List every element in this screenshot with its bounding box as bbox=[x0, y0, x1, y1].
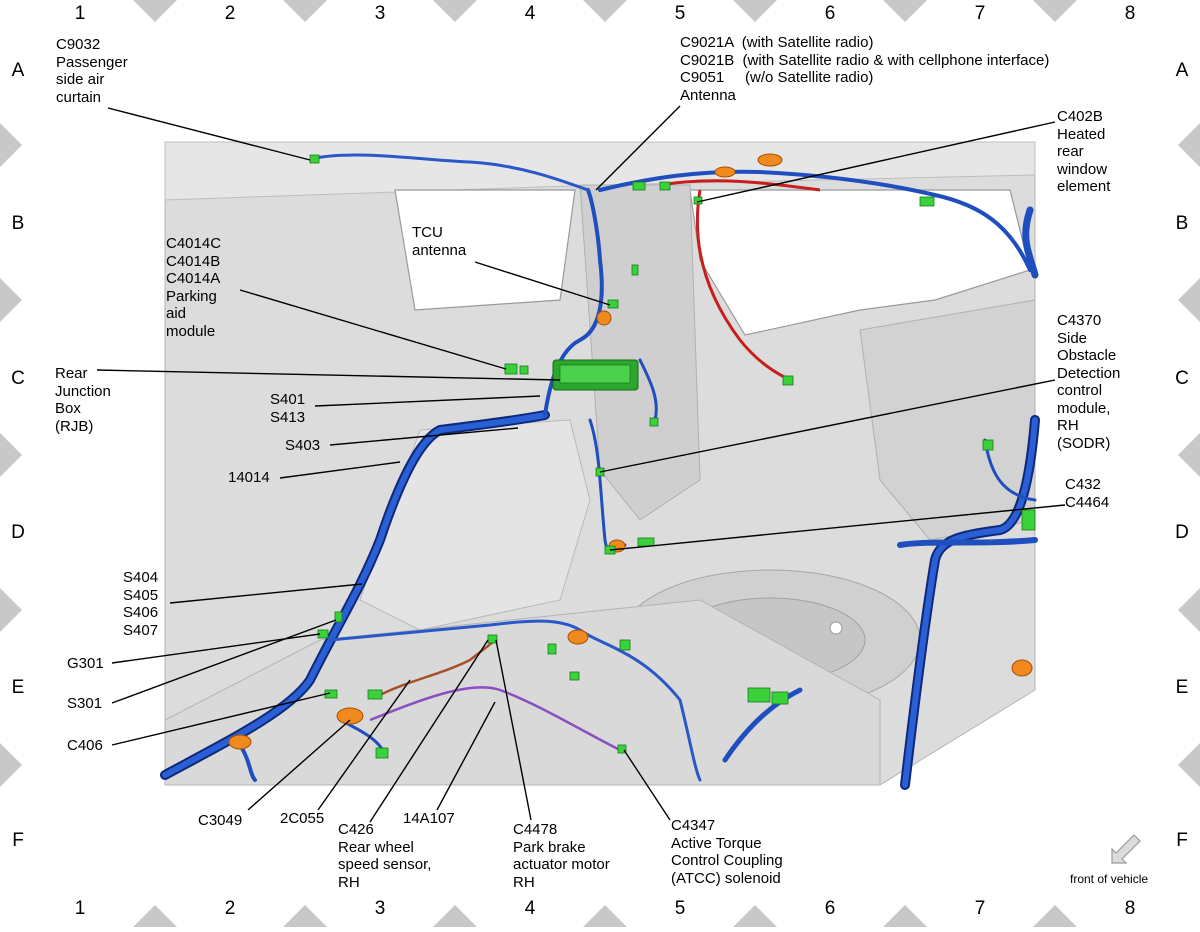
frame-marker bbox=[1033, 0, 1077, 22]
callout-c4014: C4014C C4014B C4014A Parking aid module bbox=[166, 235, 222, 340]
callout-s404: S404 S405 S406 S407 bbox=[123, 569, 159, 639]
grid-row-label-right: D bbox=[1175, 522, 1189, 543]
frame-marker bbox=[283, 0, 327, 22]
grid-col-label: 3 bbox=[374, 3, 386, 24]
frame-marker bbox=[733, 905, 777, 927]
grid-col-label: 4 bbox=[524, 3, 536, 24]
grid-col-label-bottom: 7 bbox=[974, 898, 986, 919]
frame-marker bbox=[433, 0, 477, 22]
frame-marker bbox=[0, 278, 22, 322]
frame-marker bbox=[0, 588, 22, 632]
callout-2c055: 2C055 bbox=[280, 810, 325, 827]
callout-14a107: 14A107 bbox=[403, 810, 455, 827]
vehicle-body bbox=[164, 141, 1036, 786]
frame-marker bbox=[133, 905, 177, 927]
frame-marker bbox=[1178, 123, 1200, 167]
callout-s403: S403 bbox=[285, 437, 321, 454]
grid-col-label-bottom: 3 bbox=[374, 898, 386, 919]
frame-marker bbox=[0, 123, 22, 167]
grid-row-label: A bbox=[11, 60, 25, 81]
frame-marker bbox=[433, 905, 477, 927]
callout-c426: C426 Rear wheel speed sensor, RH bbox=[338, 821, 432, 891]
grid-row-label: D bbox=[11, 522, 25, 543]
grid-row-label: B bbox=[11, 213, 25, 234]
callout-14014: 14014 bbox=[228, 469, 270, 486]
grid-col-label: 8 bbox=[1124, 3, 1136, 24]
frame-marker bbox=[1178, 743, 1200, 787]
frame-marker bbox=[1178, 588, 1200, 632]
front-of-vehicle-label: front of vehicle bbox=[1070, 872, 1149, 886]
callout-c3049: C3049 bbox=[198, 812, 243, 829]
grid-col-label-bottom: 4 bbox=[524, 898, 536, 919]
callout-g301: G301 bbox=[67, 655, 104, 672]
grid-col-label-bottom: 1 bbox=[74, 898, 86, 919]
grid-col-label: 2 bbox=[224, 3, 236, 24]
frame-marker bbox=[1178, 278, 1200, 322]
callout-c4347: C4347 Active Torque Control Coupling (AT… bbox=[671, 817, 783, 887]
grid-col-label: 1 bbox=[74, 3, 86, 24]
grid-row-label: E bbox=[11, 677, 25, 698]
frame-marker bbox=[583, 905, 627, 927]
front-arrow-icon bbox=[1111, 834, 1141, 864]
frame-marker bbox=[283, 905, 327, 927]
harness-blue bbox=[160, 153, 1040, 790]
grid-col-label: 6 bbox=[824, 3, 836, 24]
frame-marker bbox=[1033, 905, 1077, 927]
grid-row-label-right: A bbox=[1175, 60, 1189, 81]
frame-marker bbox=[883, 905, 927, 927]
grid-row-label-right: B bbox=[1175, 213, 1189, 234]
frame-marker bbox=[583, 0, 627, 22]
leader-lines bbox=[96, 105, 1066, 823]
grid-col-label: 5 bbox=[674, 3, 686, 24]
callout-tcu: TCU antenna bbox=[412, 224, 467, 259]
grid-col-label-bottom: 2 bbox=[224, 898, 236, 919]
harness-red bbox=[659, 179, 821, 382]
rear-junction-box bbox=[552, 359, 639, 391]
callout-rjb: Rear Junction Box (RJB) bbox=[55, 365, 111, 435]
callout-c406: C406 bbox=[67, 737, 103, 754]
harness-purple bbox=[369, 686, 621, 752]
frame-marker bbox=[733, 0, 777, 22]
callout-c9032: C9032 Passenger side air curtain bbox=[56, 36, 128, 106]
grid-col-label-bottom: 5 bbox=[674, 898, 686, 919]
frame-marker bbox=[0, 743, 22, 787]
harness-brown bbox=[379, 639, 496, 697]
callout-c432: C432 C4464 bbox=[1065, 476, 1110, 511]
callout-c4370: C4370 Side Obstacle Detection control mo… bbox=[1057, 312, 1121, 452]
callout-s301: S301 bbox=[67, 695, 103, 712]
grid-row-label-right: E bbox=[1175, 677, 1189, 698]
grid-col-label-bottom: 6 bbox=[824, 898, 836, 919]
callout-s401: S401 S413 bbox=[270, 391, 306, 426]
callout-c9021: C9021A (with Satellite radio) C9021B (wi… bbox=[680, 34, 1050, 104]
callout-c4478: C4478 Park brake actuator motor RH bbox=[513, 821, 610, 891]
callout-c402b: C402B Heated rear window element bbox=[1057, 108, 1111, 195]
frame-marker bbox=[883, 0, 927, 22]
grid-col-label: 7 bbox=[974, 3, 986, 24]
grid-row-label: F bbox=[12, 830, 24, 851]
grommets bbox=[228, 153, 1033, 750]
grid-row-label-right: C bbox=[1175, 368, 1189, 389]
grid-row-label: C bbox=[11, 368, 25, 389]
grid-row-label-right: F bbox=[1176, 830, 1188, 851]
grid-col-label-bottom: 8 bbox=[1124, 898, 1136, 919]
frame-marker bbox=[0, 433, 22, 477]
frame-marker bbox=[1178, 433, 1200, 477]
frame-marker bbox=[133, 0, 177, 22]
